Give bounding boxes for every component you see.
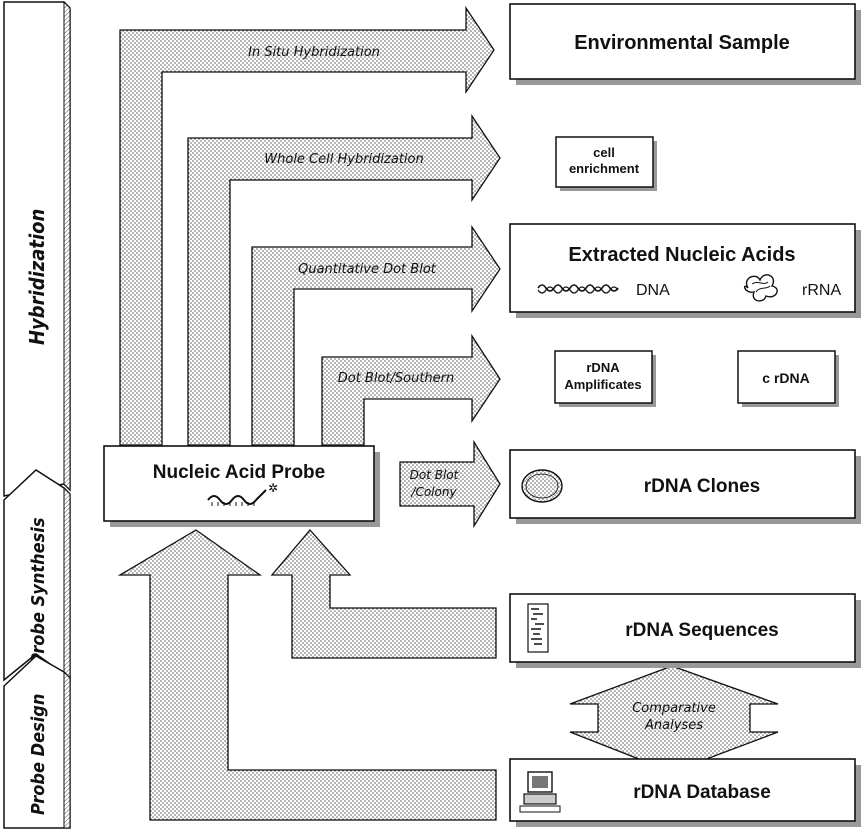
box-title-extracted-nucleic-acids: Extracted Nucleic Acids <box>568 244 795 266</box>
sidebar-probe-design: Probe Design <box>3 655 71 829</box>
arrow-quantitative-dot-blot: Quantitative Dot Blot <box>251 224 501 446</box>
arrow-comparative-analyses: Comparative Analyses <box>569 665 779 773</box>
sidebar-label-probe-design: Probe Design <box>28 694 49 815</box>
sidebar-label-probe-synthesis: Probe Synthesis <box>28 517 49 665</box>
arrow-label-dot-blot-colony-line2: /Colony <box>410 485 457 499</box>
svg-text:✲: ✲ <box>268 481 278 495</box>
sidebar-label-hybridization: Hybridization <box>25 209 49 345</box>
box-nucleic-acid-probe: Nucleic Acid Probe ✲ <box>103 445 380 527</box>
arrow-sequences-to-probe <box>270 529 497 659</box>
box-label-c-rdna: c rDNA <box>762 370 809 386</box>
box-rdna-sequences: rDNA Sequences <box>509 593 861 668</box>
box-environmental-sample: Environmental Sample <box>509 3 861 85</box>
computer-icon <box>519 771 561 813</box>
arrow-label-quantitative-dot-blot: Quantitative Dot Blot <box>298 262 437 277</box>
dna-wave-icon <box>537 284 619 294</box>
arrow-label-comparative-line1: Comparative <box>632 701 716 716</box>
probe-strand-icon: ✲ <box>207 481 278 506</box>
box-extracted-nucleic-acids: Extracted Nucleic Acids DNA rRNA <box>509 223 861 318</box>
sidebar-probe-synthesis: Probe Synthesis <box>3 469 71 682</box>
box-rdna-amplificates: rDNA Amplificates <box>554 350 656 407</box>
dna-label: DNA <box>636 282 670 299</box>
petri-dish-icon <box>521 469 563 503</box>
arrow-label-dot-blot-southern: Dot Blot/Southern <box>338 371 455 386</box>
box-label-enrichment: enrichment <box>569 161 640 176</box>
arrow-dot-blot-southern: Dot Blot/Southern <box>321 333 501 446</box>
box-title-rdna-sequences: rDNA Sequences <box>625 620 778 641</box>
rrna-tangle-icon <box>743 274 778 302</box>
arrow-whole-cell: Whole Cell Hybridization <box>187 113 501 446</box>
sidebar-hybridization: Hybridization <box>3 0 71 497</box>
arrow-label-whole-cell: Whole Cell Hybridization <box>264 152 423 167</box>
box-title-rdna-database: rDNA Database <box>633 782 771 803</box>
box-title-rdna-clones: rDNA Clones <box>644 476 760 497</box>
arrow-label-comparative-line2: Analyses <box>644 718 703 733</box>
box-label-amplificates: Amplificates <box>564 377 641 392</box>
rrna-label: rRNA <box>802 282 841 299</box>
arrow-dot-blot-colony: Dot Blot /Colony <box>399 439 501 529</box>
box-rdna-database: rDNA Database <box>509 758 861 827</box>
arrow-label-in-situ: In Situ Hybridization <box>248 45 380 60</box>
box-label-cell: cell <box>593 145 615 160</box>
sidebar: Hybridization Probe Synthesis Probe Desi… <box>3 0 71 829</box>
box-label-rdna: rDNA <box>586 360 620 375</box>
box-rdna-clones: rDNA Clones <box>509 449 861 524</box>
box-title-environmental-sample: Environmental Sample <box>574 32 790 54</box>
box-cell-enrichment: cell enrichment <box>555 136 657 191</box>
arrow-in-situ: In Situ Hybridization <box>119 5 495 446</box>
box-c-rdna: c rDNA <box>737 350 839 407</box>
box-title-nucleic-acid-probe: Nucleic Acid Probe <box>153 462 325 483</box>
sequence-gel-icon <box>527 603 549 653</box>
arrow-label-dot-blot-colony-line1: Dot Blot <box>410 468 460 482</box>
arrow-database-to-probe <box>117 529 497 821</box>
